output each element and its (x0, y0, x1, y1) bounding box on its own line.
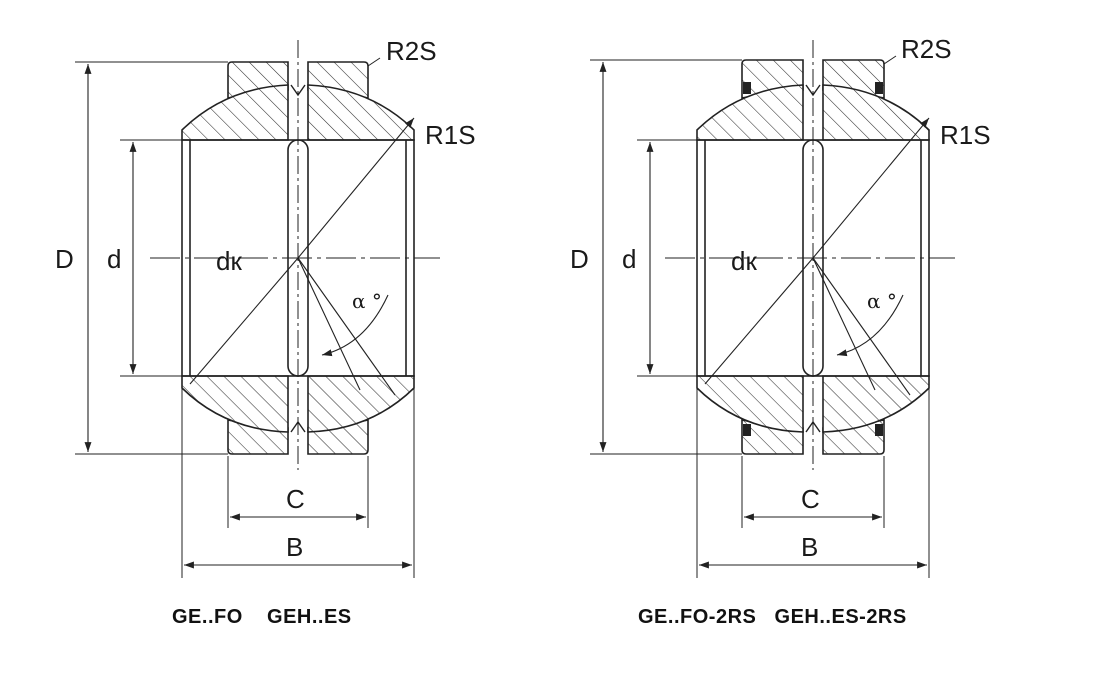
label-left-c: C (286, 484, 305, 514)
label-right-dk: dк (731, 246, 757, 276)
label-left-dk: dк (216, 246, 242, 276)
seal-lower-right (875, 424, 883, 436)
label-left-r2s: R2S (386, 36, 437, 66)
label-right-r2s: R2S (901, 34, 952, 64)
label-right-D: D (570, 244, 589, 274)
caption-right: GE..FO-2RS GEH..ES-2RS (638, 606, 907, 628)
left-bearing-drawing (75, 40, 440, 578)
caption-left: GE..FO GEH..ES (172, 606, 352, 628)
right-bearing-drawing (590, 40, 955, 578)
label-right-r1s: R1S (940, 120, 991, 150)
label-left-alpha: α ° (352, 289, 382, 313)
label-right-d: d (622, 244, 636, 274)
seal-upper-left (743, 82, 751, 94)
label-right-alpha: α ° (867, 289, 897, 313)
seal-upper-right (875, 82, 883, 94)
label-left-r1s: R1S (425, 120, 476, 150)
inner-ring-upper-left (696, 84, 804, 141)
inner-ring-upper-left (181, 84, 289, 141)
label-left-b: B (286, 532, 303, 562)
inner-ring-upper-right (307, 84, 415, 141)
label-right-b: B (801, 532, 818, 562)
label-right-c: C (801, 484, 820, 514)
label-left-D: D (55, 244, 74, 274)
inner-ring-upper-right (822, 84, 930, 141)
seal-lower-left (743, 424, 751, 436)
label-left-d: d (107, 244, 121, 274)
inner-ring-lower-left (181, 375, 289, 433)
inner-ring-lower-left (696, 375, 804, 433)
